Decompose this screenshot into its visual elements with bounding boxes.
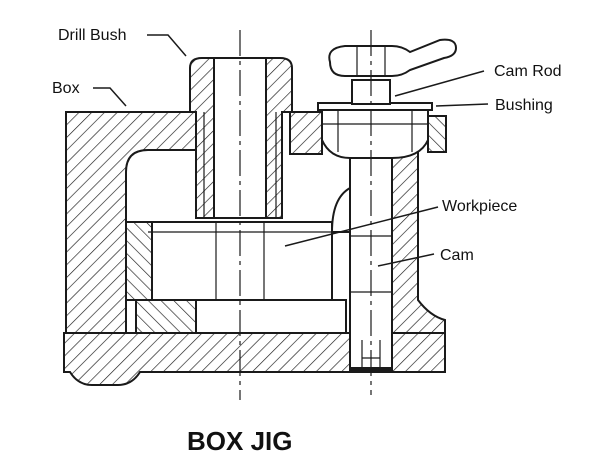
right-support [391, 141, 446, 334]
label-bushing: Bushing [495, 97, 553, 114]
drill-bush [189, 57, 293, 219]
label-box: Box [52, 80, 80, 97]
label-cam: Cam [440, 247, 474, 264]
bushing [317, 102, 433, 159]
locator-block [135, 299, 347, 334]
workpiece [125, 221, 333, 301]
cam-fillet [330, 186, 351, 233]
label-drill-bush: Drill Bush [58, 27, 126, 44]
label-cam-rod: Cam Rod [494, 63, 562, 80]
leader-lines [93, 34, 489, 267]
cam-rod [328, 38, 458, 105]
label-workpiece: Workpiece [442, 198, 517, 215]
diagram-title: BOX JIG [187, 426, 292, 456]
